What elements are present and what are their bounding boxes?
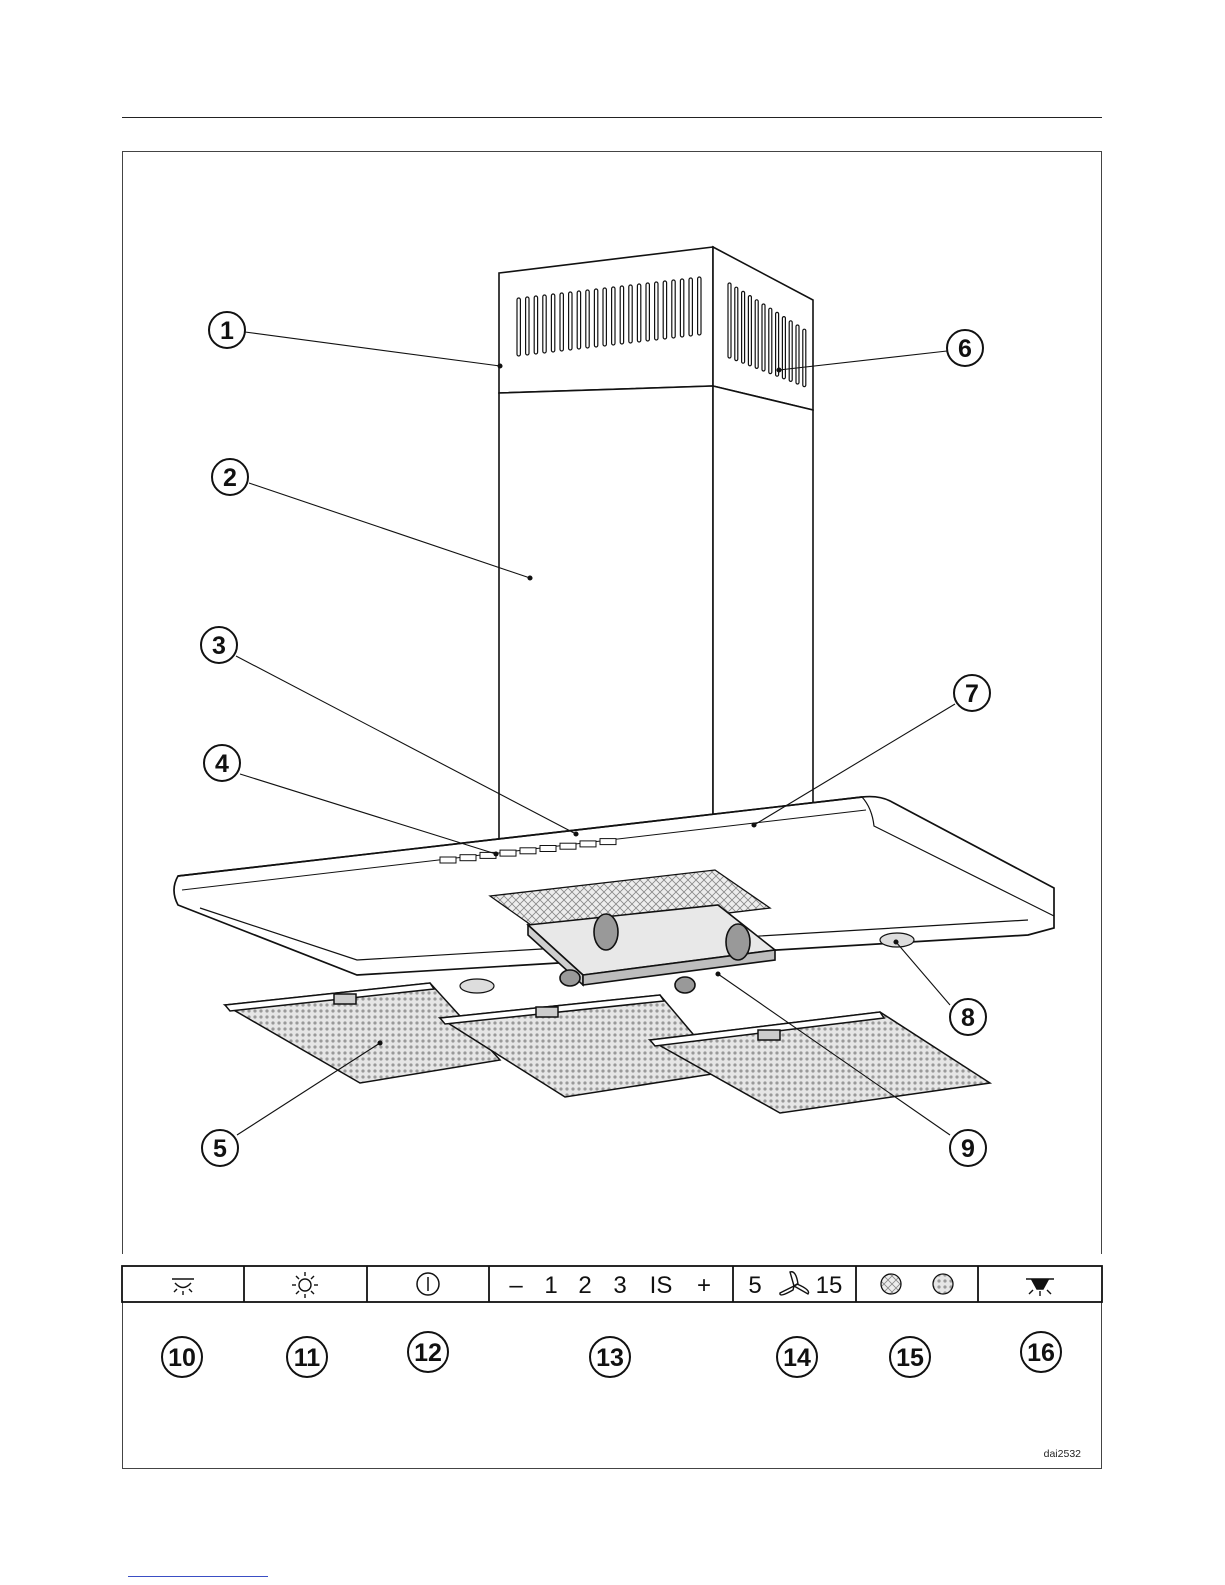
- svg-text:8: 8: [961, 1004, 975, 1032]
- callout-2: 2: [212, 459, 248, 495]
- callout-12: 12: [408, 1332, 448, 1372]
- svg-text:6: 6: [958, 335, 972, 363]
- svg-text:3: 3: [212, 632, 226, 660]
- svg-text:14: 14: [783, 1344, 811, 1372]
- svg-text:2: 2: [578, 1272, 591, 1299]
- grease-filter-left: [225, 983, 500, 1083]
- callout-15: 15: [890, 1337, 930, 1377]
- svg-text:1: 1: [544, 1272, 557, 1299]
- callout-9: 9: [950, 1130, 986, 1166]
- svg-text:10: 10: [168, 1344, 196, 1372]
- svg-text:–: –: [509, 1272, 523, 1299]
- callout-5: 5: [202, 1130, 238, 1166]
- callout-3: 3: [201, 627, 237, 663]
- callout-1: 1: [209, 312, 245, 348]
- svg-text:16: 16: [1027, 1339, 1055, 1367]
- callout-8: 8: [950, 999, 986, 1035]
- svg-text:3: 3: [613, 1272, 626, 1299]
- callout-16: 16: [1021, 1332, 1061, 1372]
- callout-7: 7: [954, 675, 990, 711]
- callout-6: 6: [947, 330, 983, 366]
- svg-text:+: +: [697, 1272, 711, 1299]
- callout-13: 13: [590, 1337, 630, 1377]
- svg-text:11: 11: [294, 1344, 321, 1372]
- svg-text:15: 15: [896, 1344, 924, 1372]
- callout-14: 14: [777, 1337, 817, 1377]
- svg-text:4: 4: [215, 750, 229, 778]
- callout-11: 11: [287, 1337, 327, 1377]
- svg-text:12: 12: [414, 1339, 442, 1367]
- callout-4: 4: [204, 745, 240, 781]
- svg-text:IS: IS: [650, 1272, 673, 1299]
- svg-text:7: 7: [965, 680, 979, 708]
- svg-text:13: 13: [596, 1344, 624, 1372]
- svg-text:5: 5: [748, 1272, 761, 1299]
- svg-text:9: 9: [961, 1135, 975, 1163]
- footer-link-underline: [128, 1576, 268, 1577]
- grease-filter-right: [650, 1012, 990, 1113]
- svg-text:15: 15: [816, 1272, 843, 1299]
- svg-text:2: 2: [223, 464, 237, 492]
- callout-10: 10: [162, 1337, 202, 1377]
- svg-text:5: 5: [213, 1135, 227, 1163]
- svg-text:1: 1: [220, 317, 234, 345]
